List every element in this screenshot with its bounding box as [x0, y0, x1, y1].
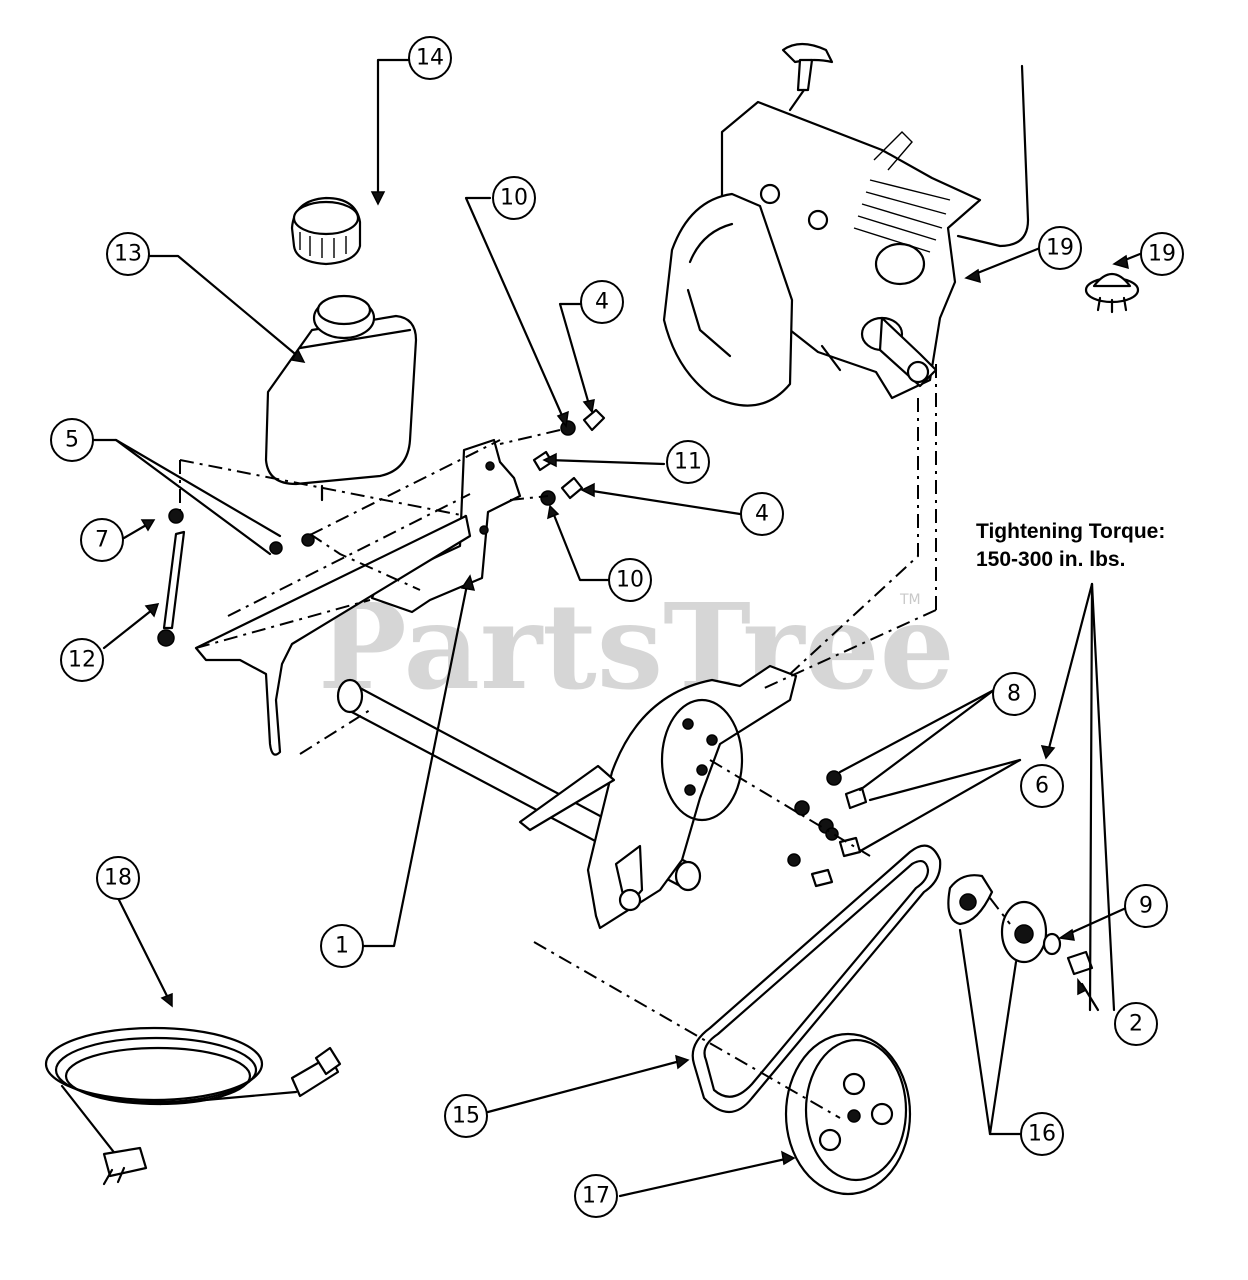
- callout-circle: [1020, 764, 1064, 808]
- callout-circle: [80, 518, 124, 562]
- callout-19-primer[interactable]: 19: [1140, 232, 1184, 276]
- bolt-hardware-drawing: [787, 770, 868, 888]
- callout-12[interactable]: 12: [60, 638, 104, 682]
- callout-label: 4: [755, 502, 769, 527]
- callout-2[interactable]: 2: [1114, 1002, 1158, 1046]
- fuel-cap-drawing: [290, 196, 362, 266]
- callout-circle: [96, 856, 140, 900]
- callout-circle: [320, 924, 364, 968]
- callout-circle: [408, 36, 452, 80]
- callout-label: 8: [1007, 682, 1021, 707]
- callout-circle: [1140, 232, 1184, 276]
- callout-1[interactable]: 1: [320, 924, 364, 968]
- callout-circle: [106, 232, 150, 276]
- callout-circle: [666, 440, 710, 484]
- callout-circle: [492, 176, 536, 220]
- callout-label: 9: [1139, 894, 1153, 919]
- callout-18[interactable]: 18: [96, 856, 140, 900]
- callout-10-bottom[interactable]: 10: [608, 558, 652, 602]
- callout-label: 17: [582, 1184, 610, 1209]
- callout-9[interactable]: 9: [1124, 884, 1168, 928]
- mounting-frame-drawing: [194, 514, 798, 930]
- callout-circle: [1038, 226, 1082, 270]
- callout-label: 15: [452, 1104, 480, 1129]
- engine-drawing: [662, 42, 1030, 407]
- callout-14[interactable]: 14: [408, 36, 452, 80]
- callout-15[interactable]: 15: [444, 1094, 488, 1138]
- callout-label: 16: [1028, 1122, 1056, 1147]
- callout-circle: [574, 1174, 618, 1218]
- callout-circle: [740, 492, 784, 536]
- callout-label: 19: [1148, 242, 1176, 267]
- callout-8[interactable]: 8: [992, 672, 1036, 716]
- callout-label: 13: [114, 242, 142, 267]
- callout-7[interactable]: 7: [80, 518, 124, 562]
- leader-lines: [90, 58, 1142, 1198]
- callout-label: 11: [674, 450, 702, 475]
- callout-label: 1: [335, 934, 349, 959]
- watermark-trademark: TM: [899, 592, 921, 608]
- callout-label: 12: [68, 648, 96, 673]
- callout-circle: [580, 280, 624, 324]
- callout-label: 10: [500, 186, 528, 211]
- pulley-drawing: [784, 1032, 912, 1196]
- callout-circle: [992, 672, 1036, 716]
- callout-16[interactable]: 16: [1020, 1112, 1064, 1156]
- callout-circle: [608, 558, 652, 602]
- callout-label: 10: [616, 568, 644, 593]
- callout-5[interactable]: 5: [50, 418, 94, 462]
- callout-circle: [50, 418, 94, 462]
- callout-4-top[interactable]: 4: [580, 280, 624, 324]
- drive-belt-drawing: [691, 844, 942, 1113]
- callout-label: 14: [416, 46, 444, 71]
- fuel-line-drawing: [157, 508, 186, 647]
- callout-6[interactable]: 6: [1020, 764, 1064, 808]
- callout-circle: [1020, 1112, 1064, 1156]
- callout-label: 19: [1046, 236, 1074, 261]
- callout-13[interactable]: 13: [106, 232, 150, 276]
- callout-label: 7: [95, 528, 109, 553]
- callout-circle: [60, 638, 104, 682]
- pulley-halves-drawing: [947, 874, 1094, 976]
- callout-circle: [1114, 1002, 1158, 1046]
- starter-cord-drawing: [44, 1026, 342, 1186]
- primer-bulb-drawing: [1084, 272, 1140, 314]
- torque-note-line1: Tightening Torque:: [976, 520, 1165, 543]
- callout-label: 4: [595, 290, 609, 315]
- callout-circle: [1124, 884, 1168, 928]
- callout-19-engine[interactable]: 19: [1038, 226, 1082, 270]
- callout-label: 2: [1129, 1012, 1143, 1037]
- callout-circle: [444, 1094, 488, 1138]
- callout-label: 5: [65, 428, 79, 453]
- assembly-lines: [179, 364, 1011, 1119]
- torque-note-line2: 150-300 in. lbs.: [976, 548, 1125, 571]
- callout-17[interactable]: 17: [574, 1174, 618, 1218]
- callout-label: 18: [104, 866, 132, 891]
- fuel-tank-drawing: [264, 294, 418, 502]
- callout-label: 6: [1035, 774, 1049, 799]
- callout-10-top[interactable]: 10: [492, 176, 536, 220]
- callout-11[interactable]: 11: [666, 440, 710, 484]
- callout-4-bottom[interactable]: 4: [740, 492, 784, 536]
